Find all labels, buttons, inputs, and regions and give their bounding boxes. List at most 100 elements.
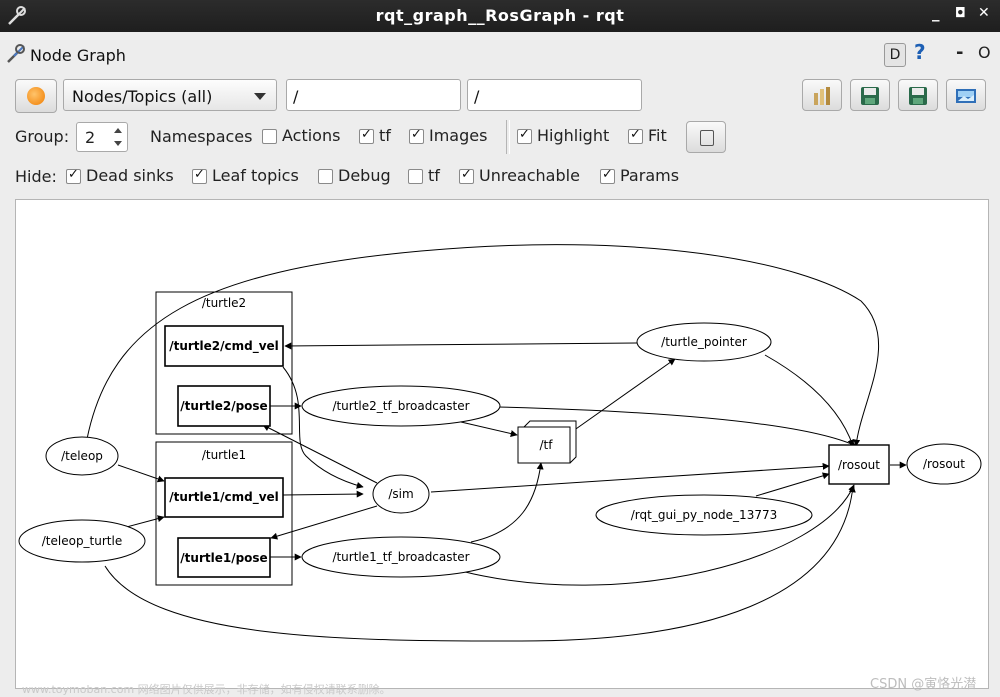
tools-icon	[8, 6, 26, 25]
edge-broadcaster2-tf	[460, 421, 518, 437]
topic-turtle2-cmd-vel-label[interactable]: /turtle2/cmd_vel	[169, 339, 279, 354]
refresh-icon	[27, 87, 45, 105]
spin-down-icon[interactable]	[111, 138, 125, 150]
tf-checkbox[interactable]	[359, 127, 374, 144]
topic-turtle1-cmd-vel-label[interactable]: /turtle1/cmd_vel	[169, 490, 279, 505]
params-label: Params	[620, 166, 680, 185]
actions-label: Actions	[282, 126, 341, 145]
node-turtle2-tf-broadcaster-label[interactable]: /turtle2_tf_broadcaster	[332, 399, 469, 413]
load-icon	[814, 87, 830, 105]
edge-teleop-turtle-rosout	[104, 485, 856, 642]
debug-label: Debug	[338, 166, 391, 185]
group-value: 2	[85, 128, 96, 147]
node-filter-input[interactable]: /	[286, 79, 461, 111]
node-turtle1-tf-broadcaster-label[interactable]: /turtle1_tf_broadcaster	[332, 550, 469, 564]
edge-cmdvel2-sim	[282, 366, 364, 489]
edge-teleop-rosout	[86, 244, 879, 447]
plugin-header: Node Graph D ? - O	[0, 38, 1000, 70]
save-svg-button[interactable]	[898, 79, 938, 111]
graph-options-row: Group: 2 Namespaces Actions tf Images Hi…	[0, 118, 1000, 156]
plugin-tools-icon	[7, 44, 25, 63]
node-teleop	[45, 436, 119, 476]
fit-checkbox[interactable]	[628, 127, 643, 144]
topic-turtle1-cmd-vel	[164, 477, 284, 518]
leaf-topics-label: Leaf topics	[212, 166, 299, 185]
edge-tf-pointer	[572, 358, 676, 432]
edge-teleop-cmdvel	[117, 464, 165, 483]
hide-tf-checkbox[interactable]	[408, 169, 423, 184]
unreachable-label: Unreachable	[479, 166, 580, 185]
unreachable-checkbox[interactable]	[459, 167, 474, 184]
edge-pointer-rosout	[764, 354, 855, 447]
node-filter-value: /	[293, 87, 299, 106]
save-image-button[interactable]	[946, 79, 986, 111]
window-title: rqt_graph__RosGraph - rqt	[375, 6, 625, 25]
group-turtle1	[155, 441, 293, 586]
fit-view-icon	[700, 130, 714, 146]
topic-turtle1-pose-label[interactable]: /turtle1/pose	[180, 551, 267, 565]
images-checkbox[interactable]	[409, 127, 424, 144]
edge-sim-pose1	[270, 505, 378, 540]
node-turtle1-tf-broadcaster	[301, 536, 501, 578]
separator	[506, 120, 510, 154]
node-rosout-label[interactable]: /rosout	[923, 457, 965, 471]
node-teleop-turtle-label[interactable]: /teleop_turtle	[42, 534, 122, 548]
node-teleop-turtle	[18, 519, 146, 563]
group-turtle1-label: /turtle1	[202, 448, 246, 462]
save-dot-button[interactable]	[850, 79, 890, 111]
node-sim-label[interactable]: /sim	[388, 487, 413, 501]
debug-checkbox[interactable]	[318, 169, 333, 184]
node-rqt-gui-py-label[interactable]: /rqt_gui_py_node_13773	[631, 508, 777, 522]
spin-up-icon[interactable]	[111, 125, 125, 137]
group-turtle2	[155, 291, 293, 435]
hide-tf-label: tf	[428, 166, 440, 185]
minimize-plugin-button[interactable]: -	[956, 42, 964, 63]
topic-turtle2-cmd-vel	[164, 325, 284, 367]
chevron-down-icon	[254, 93, 266, 100]
topic-filter-input[interactable]: /	[467, 79, 642, 111]
close-button[interactable]: ✕	[978, 5, 990, 21]
namespaces-label: Namespaces	[150, 127, 253, 146]
fit-label: Fit	[648, 126, 667, 145]
topic-tf-label[interactable]: /tf	[540, 438, 554, 452]
group-spinbox[interactable]: 2	[76, 122, 128, 152]
topic-filter-value: /	[474, 87, 480, 106]
node-turtle-pointer	[636, 322, 772, 362]
topic-rosout	[828, 444, 890, 485]
leaf-topics-checkbox[interactable]	[192, 167, 207, 184]
window-titlebar: rqt_graph__RosGraph - rqt _ ◘ ✕	[0, 0, 1000, 32]
minimize-button[interactable]: _	[932, 4, 940, 22]
graph-canvas[interactable]: /turtle2 /turtle1 /turtle2/cmd_vel /turt…	[15, 199, 989, 689]
image-icon	[956, 89, 976, 103]
load-dot-button[interactable]	[802, 79, 842, 111]
dead-sinks-label: Dead sinks	[86, 166, 174, 185]
fit-view-button[interactable]	[686, 121, 726, 153]
params-checkbox[interactable]	[600, 167, 615, 184]
topic-turtle2-pose-label[interactable]: /turtle2/pose	[180, 399, 267, 413]
node-turtle2-tf-broadcaster	[301, 385, 501, 427]
ros-graph[interactable]: /turtle2 /turtle1 /turtle2/cmd_vel /turt…	[16, 200, 989, 689]
highlight-checkbox[interactable]	[517, 127, 532, 144]
help-button[interactable]: ?	[914, 40, 926, 64]
node-turtle-pointer-label[interactable]: /turtle_pointer	[661, 335, 747, 349]
edge-sim-rosout	[430, 462, 830, 493]
edge-broadcaster2-rosout	[497, 406, 857, 447]
node-rqt-gui-py	[595, 494, 813, 536]
refresh-button[interactable]	[15, 79, 57, 113]
highlight-label: Highlight	[537, 126, 610, 145]
dead-sinks-checkbox[interactable]	[66, 167, 81, 184]
topic-rosout-label[interactable]: /rosout	[838, 458, 880, 472]
d-button[interactable]: D	[884, 43, 906, 67]
node-teleop-label[interactable]: /teleop	[61, 449, 103, 463]
watermark-right: CSDN @寅恪光潜	[870, 677, 977, 692]
group-turtle2-label: /turtle2	[202, 296, 246, 310]
close-plugin-button[interactable]: O	[978, 43, 991, 62]
edge-turtle1-tf-rosout	[460, 484, 855, 586]
images-label: Images	[429, 126, 488, 145]
node-rosout	[906, 443, 982, 485]
plugin-title: Node Graph	[30, 46, 126, 65]
graph-mode-select[interactable]: Nodes/Topics (all)	[63, 79, 277, 111]
actions-checkbox[interactable]	[262, 129, 277, 144]
maximize-button[interactable]: ◘	[955, 6, 966, 21]
tf-label: tf	[379, 126, 391, 145]
